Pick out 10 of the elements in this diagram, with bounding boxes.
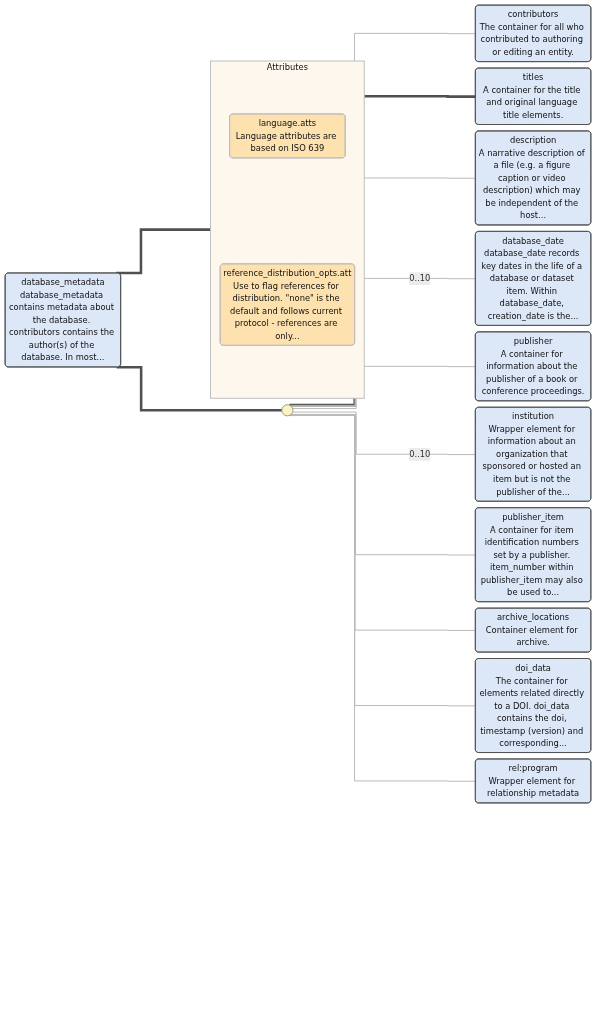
connector: [290, 413, 477, 556]
node-circle: [281, 404, 294, 417]
connector: [292, 411, 477, 456]
connector: [116, 228, 211, 275]
edge-label: 0..10: [409, 449, 431, 459]
connector: [289, 414, 477, 631]
connector: [116, 366, 282, 412]
connector: [288, 415, 477, 782]
edge-label: 0..10: [409, 273, 431, 284]
connector: [289, 414, 477, 707]
